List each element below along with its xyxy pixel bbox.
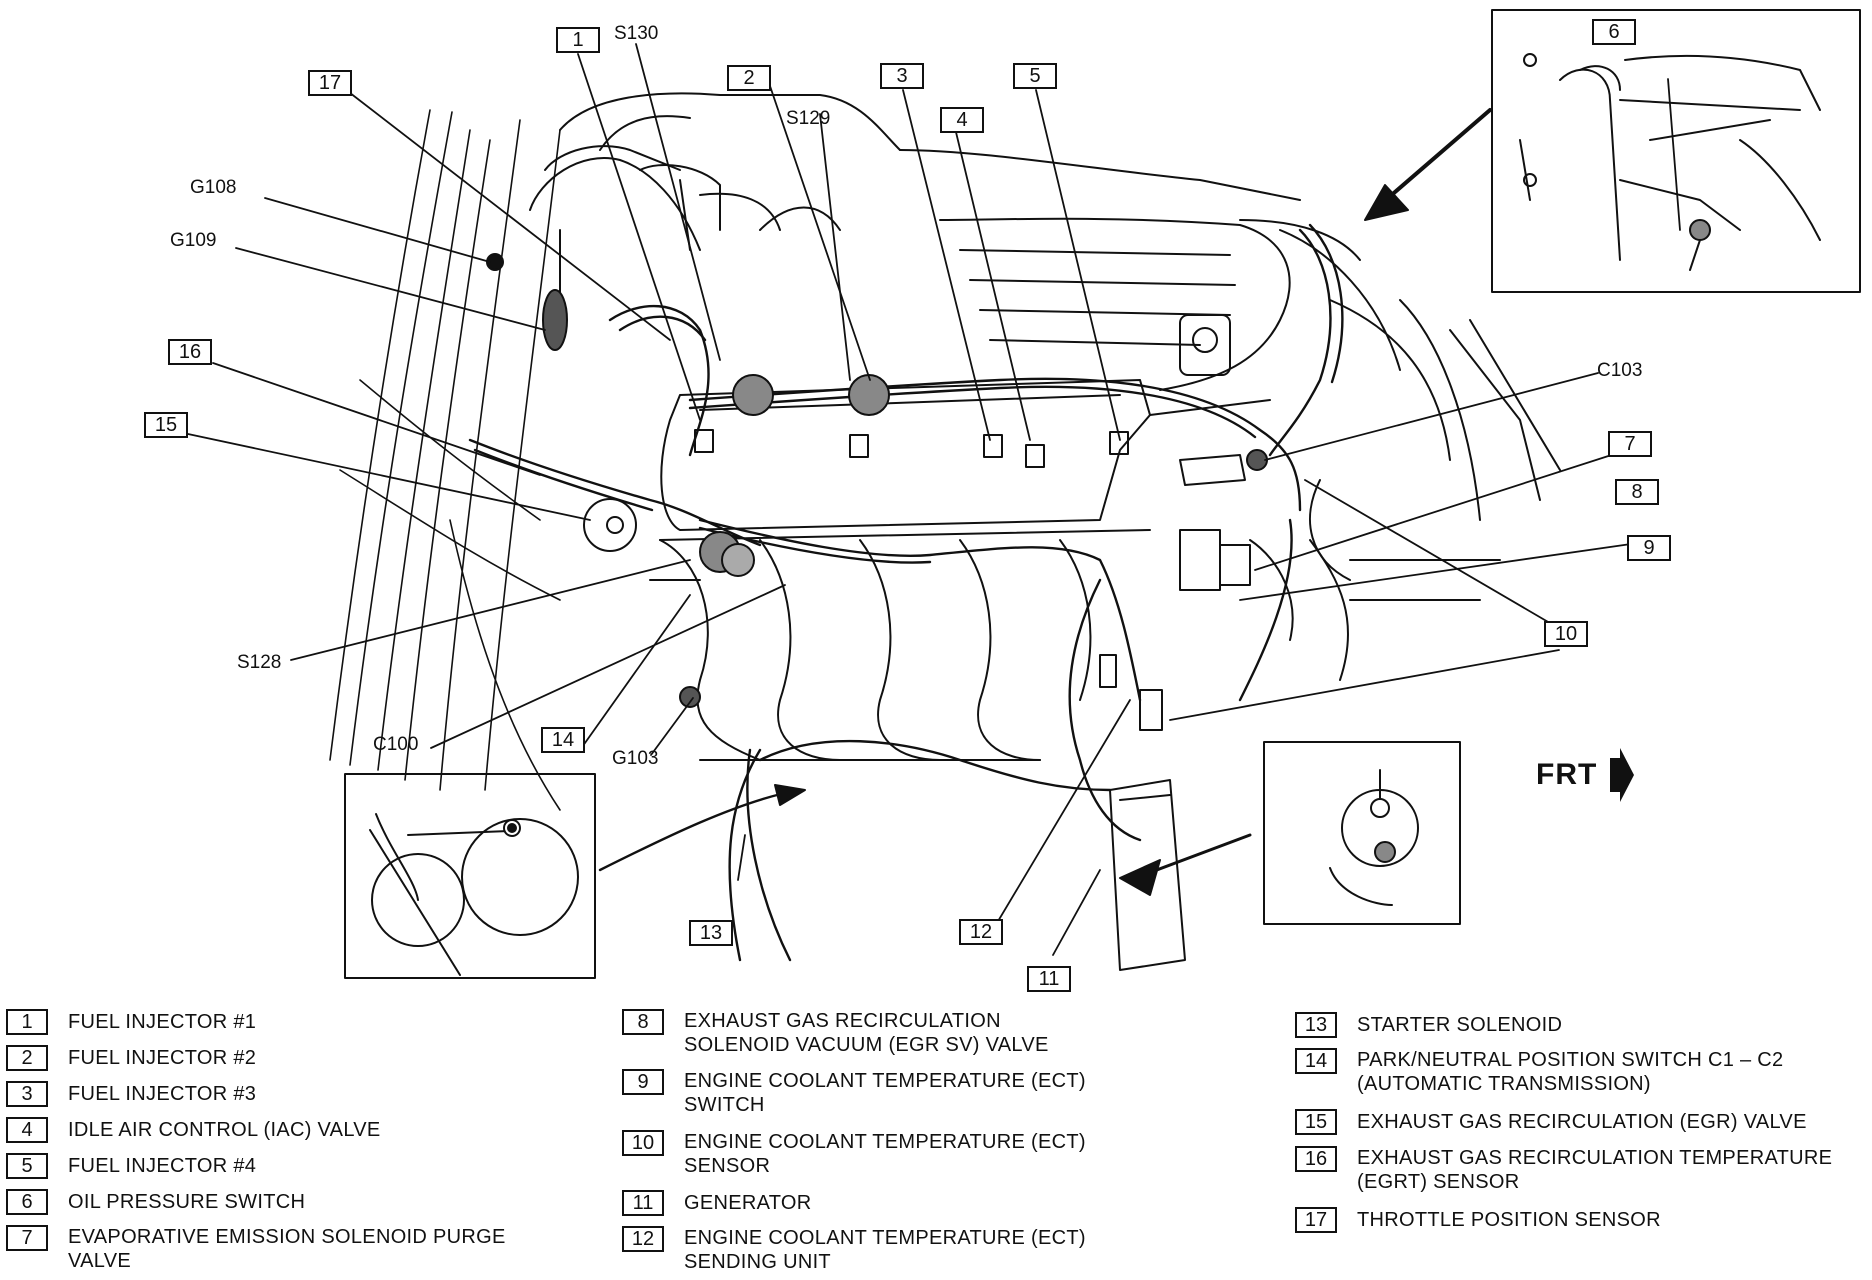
legend-number-box: 9 xyxy=(622,1069,664,1095)
legend-number-box: 6 xyxy=(6,1189,48,1215)
legend-item-3: 3 FUEL INJECTOR #3 xyxy=(6,1081,256,1107)
legend-number-box: 10 xyxy=(622,1130,664,1156)
leader-lines xyxy=(187,43,1681,956)
legend-item-5: 5 FUEL INJECTOR #4 xyxy=(6,1153,256,1179)
callout-9: 9 xyxy=(1627,535,1671,561)
legend-text: FUEL INJECTOR #1 xyxy=(68,1011,257,1033)
legend-number-box: 17 xyxy=(1295,1207,1337,1233)
callout-17: 17 xyxy=(308,70,352,96)
legend-text: FUEL INJECTOR #4 xyxy=(68,1155,257,1177)
label-g109: G109 xyxy=(170,230,217,251)
legend-number-box: 2 xyxy=(6,1045,48,1071)
legend-text: ENGINE COOLANT TEMPERATURE (ECT) SENDING… xyxy=(684,1227,1086,1273)
legend-item-15: 15 EXHAUST GAS RECIRCULATION (EGR) VALVE xyxy=(1295,1109,1807,1135)
legend-text: FUEL INJECTOR #3 xyxy=(68,1083,257,1105)
sensor-shapes xyxy=(486,253,1268,731)
front-arrow-icon xyxy=(1610,748,1634,802)
callout-10: 10 xyxy=(1544,621,1588,647)
legend-text: IDLE AIR CONTROL (IAC) VALVE xyxy=(68,1119,381,1141)
legend-text: OIL PRESSURE SWITCH xyxy=(68,1191,306,1213)
legend-item-11: 11 GENERATOR xyxy=(622,1190,812,1216)
callout-4: 4 xyxy=(940,107,984,133)
callout-15: 15 xyxy=(144,412,188,438)
legend-number-box: 14 xyxy=(1295,1048,1337,1074)
legend-item-13: 13 STARTER SOLENOID xyxy=(1295,1012,1562,1038)
inset-starter xyxy=(344,773,806,979)
legend-number-box: 12 xyxy=(622,1226,664,1252)
legend-item-9: 9 ENGINE COOLANT TEMPERATURE (ECT) SWITC… xyxy=(622,1069,1086,1117)
legend-text: EXHAUST GAS RECIRCULATION SOLENOID VACUU… xyxy=(684,1010,1049,1056)
legend-item-12: 12 ENGINE COOLANT TEMPERATURE (ECT) SEND… xyxy=(622,1226,1086,1274)
legend-text: EXHAUST GAS RECIRCULATION (EGR) VALVE xyxy=(1357,1111,1807,1133)
legend-item-14: 14 PARK/NEUTRAL POSITION SWITCH C1 – C2 … xyxy=(1295,1048,1783,1096)
inset-generator xyxy=(1119,741,1461,925)
legend-number-box: 11 xyxy=(622,1190,664,1216)
legend-number-box: 16 xyxy=(1295,1146,1337,1172)
legend-number-box: 7 xyxy=(6,1225,48,1251)
legend-item-17: 17 THROTTLE POSITION SENSOR xyxy=(1295,1207,1661,1233)
label-g108: G108 xyxy=(190,177,237,198)
inset-oil-pressure xyxy=(1364,9,1861,293)
legend-item-1: 1 FUEL INJECTOR #1 xyxy=(6,1009,256,1035)
legend-number-box: 4 xyxy=(6,1117,48,1143)
callout-13: 13 xyxy=(689,920,733,946)
legend-number-box: 1 xyxy=(6,1009,48,1035)
legend-text: ENGINE COOLANT TEMPERATURE (ECT) SWITCH xyxy=(684,1070,1086,1116)
legend-text: STARTER SOLENOID xyxy=(1357,1014,1563,1036)
legend-item-7: 7 EVAPORATIVE EMISSION SOLENOID PURGE VA… xyxy=(6,1225,506,1273)
label-s130: S130 xyxy=(614,23,659,44)
legend-item-8: 8 EXHAUST GAS RECIRCULATION SOLENOID VAC… xyxy=(622,1009,1049,1057)
label-s129: S129 xyxy=(786,108,831,129)
label-c103: C103 xyxy=(1597,360,1643,381)
legend-number-box: 13 xyxy=(1295,1012,1337,1038)
legend-item-2: 2 FUEL INJECTOR #2 xyxy=(6,1045,256,1071)
wiring-harness xyxy=(468,223,1344,962)
callout-6: 6 xyxy=(1592,19,1636,45)
label-s128: S128 xyxy=(237,652,282,673)
legend-text: GENERATOR xyxy=(684,1192,812,1214)
legend-number-box: 8 xyxy=(622,1009,664,1035)
callout-7: 7 xyxy=(1608,431,1652,457)
legend-number-box: 5 xyxy=(6,1153,48,1179)
callout-16: 16 xyxy=(168,339,212,365)
callout-12: 12 xyxy=(959,919,1003,945)
callout-8: 8 xyxy=(1615,479,1659,505)
legend-text: EXHAUST GAS RECIRCULATION TEMPERATURE (E… xyxy=(1357,1147,1833,1193)
front-direction-label: FRT xyxy=(1536,758,1598,791)
callout-3: 3 xyxy=(880,63,924,89)
callout-2: 2 xyxy=(727,65,771,91)
legend-text: ENGINE COOLANT TEMPERATURE (ECT) SENSOR xyxy=(684,1131,1086,1177)
label-c100: C100 xyxy=(373,734,419,755)
legend-item-4: 4 IDLE AIR CONTROL (IAC) VALVE xyxy=(6,1117,381,1143)
legend-number-box: 15 xyxy=(1295,1109,1337,1135)
legend-item-6: 6 OIL PRESSURE SWITCH xyxy=(6,1189,305,1215)
legend-item-10: 10 ENGINE COOLANT TEMPERATURE (ECT) SENS… xyxy=(622,1130,1086,1178)
legend-text: FUEL INJECTOR #2 xyxy=(68,1047,257,1069)
label-g103: G103 xyxy=(612,748,659,769)
legend-text: EVAPORATIVE EMISSION SOLENOID PURGE VALV… xyxy=(68,1226,506,1272)
callout-14: 14 xyxy=(541,727,585,753)
callout-11: 11 xyxy=(1027,966,1071,992)
legend-text: THROTTLE POSITION SENSOR xyxy=(1357,1209,1661,1231)
callout-1: 1 xyxy=(556,27,600,53)
callout-5: 5 xyxy=(1013,63,1057,89)
legend-number-box: 3 xyxy=(6,1081,48,1107)
legend-text: PARK/NEUTRAL POSITION SWITCH C1 – C2 (AU… xyxy=(1357,1049,1784,1095)
legend-item-16: 16 EXHAUST GAS RECIRCULATION TEMPERATURE… xyxy=(1295,1146,1832,1194)
